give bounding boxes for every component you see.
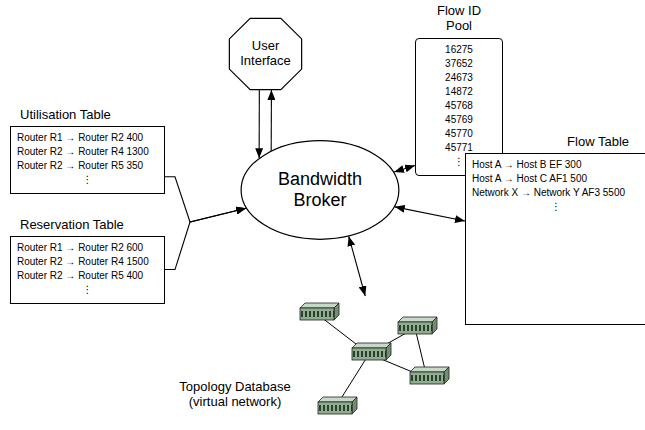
- table-box: Host A → Host B EF 300Host A → Host C AF…: [465, 153, 645, 325]
- table-cell: 14872: [422, 85, 496, 99]
- connector-arrow: [259, 90, 260, 158]
- network-switch: [398, 317, 437, 334]
- table-cell: Router R1 → Router R2 400: [17, 131, 158, 145]
- table-heading: Flow Table: [465, 135, 645, 153]
- table-heading: Flow ID Pool: [428, 4, 490, 38]
- connector-arrow: [395, 207, 465, 221]
- table-cell: Host A → Host C AF1 500: [472, 172, 640, 186]
- interface-octagon: User Interface: [229, 18, 302, 90]
- data-table: Reservation TableRouter R1 → Router R2 6…: [10, 218, 165, 304]
- table-box: Router R1 → Router R2 600Router R2 → Rou…: [10, 236, 165, 304]
- table-cell: ⋮: [17, 283, 158, 297]
- connector-arrow: [165, 177, 246, 222]
- data-table: Flow TableHost A → Host B EF 300Host A →…: [465, 135, 645, 325]
- connector-arrow: [271, 90, 272, 151]
- table-cell: 37652: [422, 57, 496, 71]
- table-heading: Reservation Table: [10, 218, 165, 236]
- broker-ellipse: Bandwidth Broker: [240, 140, 400, 240]
- table-cell: ⋮: [472, 200, 640, 214]
- network-switch: [300, 303, 339, 320]
- node-label: Topology Database (virtual network): [170, 380, 300, 410]
- table-box: Router R1 → Router R2 400Router R2 → Rou…: [10, 126, 165, 194]
- table-cell: 45770: [422, 127, 496, 141]
- table-cell: Network X → Network Y AF3 5500: [472, 186, 640, 200]
- node-label: User Interface: [237, 39, 295, 69]
- node-label: Bandwidth Broker: [268, 169, 372, 210]
- id-pool: Flow ID Pool1627537652246731487245768457…: [415, 4, 503, 176]
- table-cell: Router R2 → Router R4 1500: [17, 255, 158, 269]
- connector-arrow: [349, 236, 365, 296]
- table-cell: 45769: [422, 113, 496, 127]
- connector-arrow: [394, 165, 415, 172]
- data-table: Utilisation TableRouter R1 → Router R2 4…: [10, 108, 165, 194]
- table-cell: 16275: [422, 43, 496, 57]
- topology-node: Topology Database (virtual network): [170, 296, 460, 428]
- table-heading: Utilisation Table: [10, 108, 165, 126]
- table-cell: Host A → Host B EF 300: [472, 158, 640, 172]
- network-switch: [410, 367, 449, 384]
- table-cell: ⋮: [17, 173, 158, 187]
- network-switch: [352, 343, 391, 360]
- network-switch: [318, 397, 357, 414]
- table-cell: Router R2 → Router R5 350: [17, 159, 158, 173]
- table-cell: 24673: [422, 71, 496, 85]
- table-cell: Router R2 → Router R5 400: [17, 269, 158, 283]
- table-cell: Router R1 → Router R2 600: [17, 241, 158, 255]
- table-cell: Router R2 → Router R4 1300: [17, 145, 158, 159]
- table-cell: 45768: [422, 99, 496, 113]
- connector-arrow: [165, 208, 246, 269]
